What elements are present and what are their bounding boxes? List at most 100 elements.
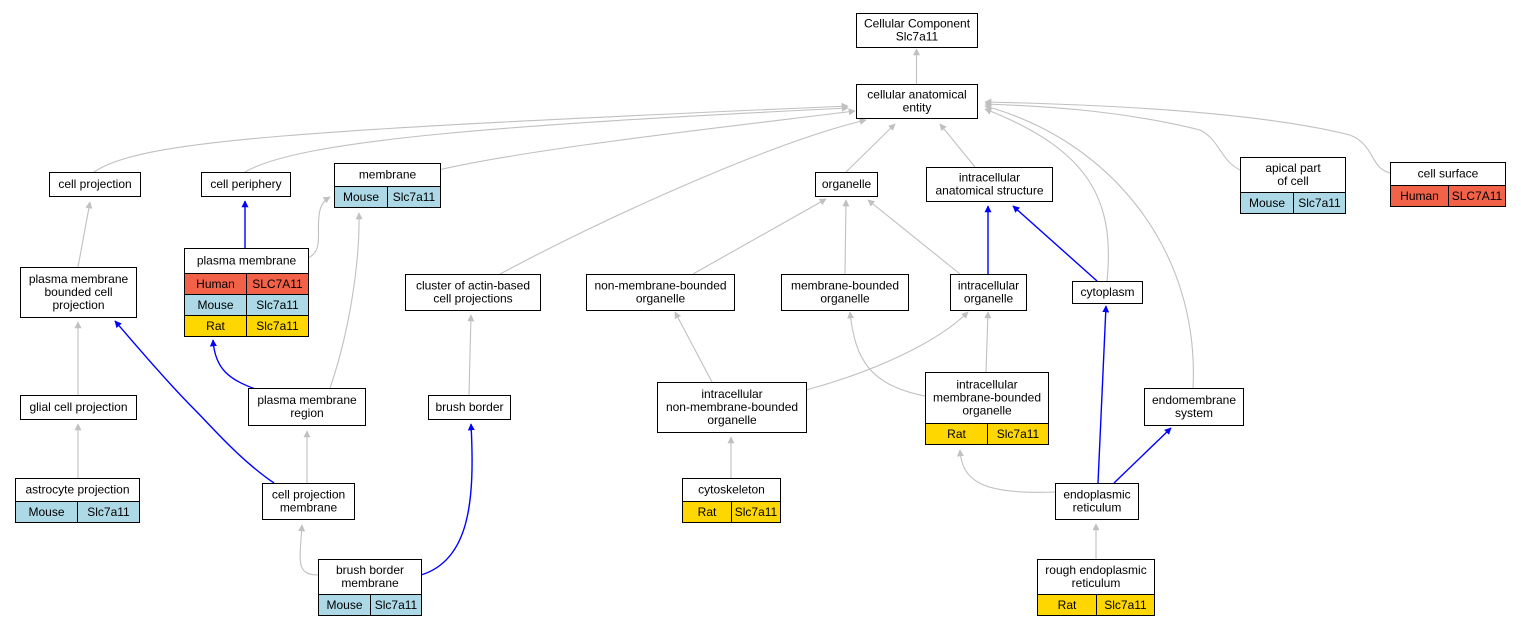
edge-brush-border-to-cluster — [467, 314, 475, 396]
edge-pm-to-membrane — [307, 196, 331, 259]
species-label: Mouse — [326, 598, 362, 612]
node-label-line: non-membrane-bounded — [594, 279, 726, 293]
edge-pmr-to-pm — [209, 339, 259, 391]
node-box — [856, 13, 978, 48]
node-label-line: organelle — [707, 413, 757, 427]
species-label: Human — [1400, 189, 1439, 203]
node-label-line: entity — [903, 101, 932, 115]
gene-symbol-label[interactable]: Slc7a11 — [256, 298, 299, 312]
edge-imbo-to-mbo — [847, 311, 926, 397]
node-label-line: anatomical structure — [935, 184, 1043, 198]
node-label-line: cytoskeleton — [698, 483, 765, 497]
edge-apical-to-cae — [984, 100, 1241, 171]
node-label-line: Slc7a11 — [896, 30, 939, 44]
node-label-line: Cellular Component — [864, 17, 971, 31]
node-box — [781, 274, 909, 311]
node-box — [1072, 281, 1143, 304]
gene-symbol-label[interactable]: Slc7a11 — [997, 427, 1040, 441]
edge-pmbcp-to-cell-projection — [77, 201, 93, 268]
edge-cluster-to-cae — [499, 118, 867, 275]
edge-er-to-endomembrane — [1113, 427, 1172, 484]
go-term-node-cytoplasm[interactable]: cytoplasm — [1072, 281, 1143, 304]
edge-cpm-to-pmbcp — [114, 320, 275, 484]
node-label-line: cellular anatomical — [867, 88, 966, 102]
go-term-node-inmbo[interactable]: intracellularnon-membrane-boundedorganel… — [657, 382, 807, 433]
species-label: Rat — [698, 505, 717, 519]
go-term-node-cell-projection[interactable]: cell projection — [49, 172, 141, 197]
gene-symbol-label[interactable]: Slc7a11 — [735, 505, 778, 519]
edge-imbo-to-io — [984, 311, 992, 373]
gene-symbol-label[interactable]: Slc7a11 — [1104, 598, 1147, 612]
edge-membrane-to-cae — [429, 108, 856, 173]
go-term-node-cell-periphery[interactable]: cell periphery — [201, 172, 291, 197]
node-label-line: brush border — [336, 563, 404, 577]
gene-symbol-label[interactable]: Slc7a11 — [87, 505, 130, 519]
gene-symbol-label[interactable]: Slc7a11 — [393, 190, 436, 204]
gene-symbol-label[interactable]: Slc7a11 — [1298, 196, 1341, 210]
node-label-line: plasma membrane — [257, 393, 357, 407]
species-label: Mouse — [1249, 196, 1285, 210]
node-label-line: membrane-bounded — [791, 279, 899, 293]
node-label-line: endomembrane — [1152, 393, 1236, 407]
node-label-line: endoplasmic — [1063, 488, 1130, 502]
node-label-line: organelle — [964, 292, 1014, 306]
edge-cytoplasm-to-cae — [984, 108, 1109, 282]
node-label-line: cell projections — [433, 292, 512, 306]
gene-symbol-label[interactable]: SLC7A11 — [1452, 189, 1503, 203]
gene-symbol-label[interactable]: Slc7a11 — [375, 598, 418, 612]
edge-er-to-cytoplasm — [1097, 305, 1110, 484]
node-label-line: rough endoplasmic — [1045, 563, 1146, 577]
gene-symbol-label[interactable]: SLC7A11 — [252, 277, 303, 291]
node-label-line: cell projection — [272, 488, 345, 502]
node-label-line: organelle — [636, 292, 686, 306]
node-box — [201, 172, 291, 197]
node-label-line: organelle — [822, 177, 872, 191]
node-label-line: intracellular — [701, 387, 762, 401]
edge-cytoplasm-to-ias — [1012, 205, 1098, 282]
edge-er-to-imbo — [956, 449, 1056, 493]
node-label-line: astrocyte projection — [25, 483, 129, 497]
go-term-node-brush-border[interactable]: brush border — [428, 395, 511, 420]
node-label-line: system — [1175, 406, 1213, 420]
edges-layer — [74, 48, 1391, 576]
annotation-row-mouse: Mouse Slc7a11 — [1240, 192, 1346, 214]
go-term-node-glial[interactable]: glial cell projection — [20, 395, 137, 420]
node-label-line: organelle — [962, 404, 1012, 418]
go-term-node-imbo[interactable]: intracellularmembrane-boundedorganelleRa… — [925, 372, 1049, 445]
node-box — [1055, 483, 1139, 520]
node-label-line: bounded cell — [44, 285, 112, 299]
node-box — [856, 84, 978, 119]
gene-symbol-label[interactable]: Slc7a11 — [256, 319, 299, 333]
edge-bbm-to-brush-border — [420, 423, 475, 576]
node-label-line: cell projection — [58, 177, 131, 191]
species-label: Mouse — [28, 505, 64, 519]
edge-ias-to-cae — [939, 123, 976, 168]
go-term-node-organelle[interactable]: organelle — [815, 172, 878, 197]
species-label: Mouse — [197, 298, 233, 312]
node-label-line: cytoplasm — [1080, 285, 1134, 299]
